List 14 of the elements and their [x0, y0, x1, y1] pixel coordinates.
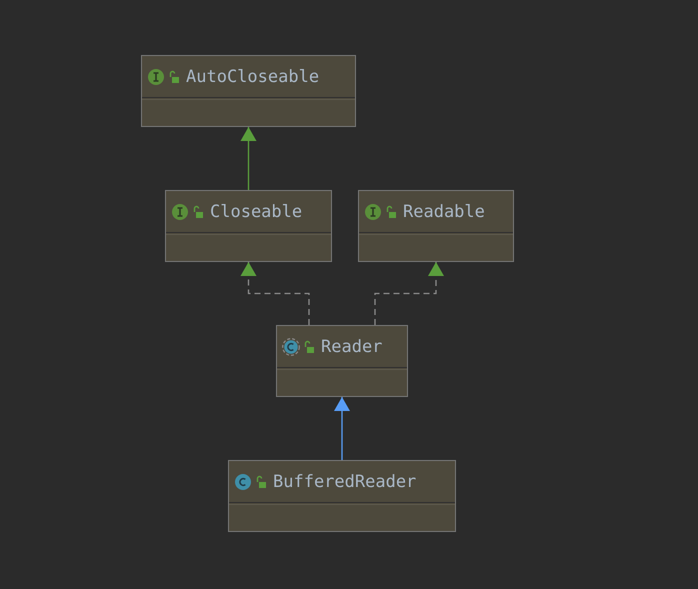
- class-box: [358, 190, 514, 262]
- class-name: Readable: [403, 202, 485, 222]
- class-name: BufferedReader: [273, 472, 416, 492]
- inheritance-arrow: [240, 262, 310, 325]
- class-name: Reader: [321, 336, 382, 356]
- inheritance-arrow: [240, 127, 256, 190]
- class-box: [276, 325, 408, 397]
- class-box: [165, 190, 332, 262]
- class-name: Closeable: [210, 202, 302, 222]
- inheritance-arrow: [334, 397, 350, 460]
- class-box: [228, 460, 456, 532]
- class-box: [141, 55, 356, 127]
- inheritance-arrow: [374, 262, 444, 325]
- class-name: AutoCloseable: [186, 66, 320, 86]
